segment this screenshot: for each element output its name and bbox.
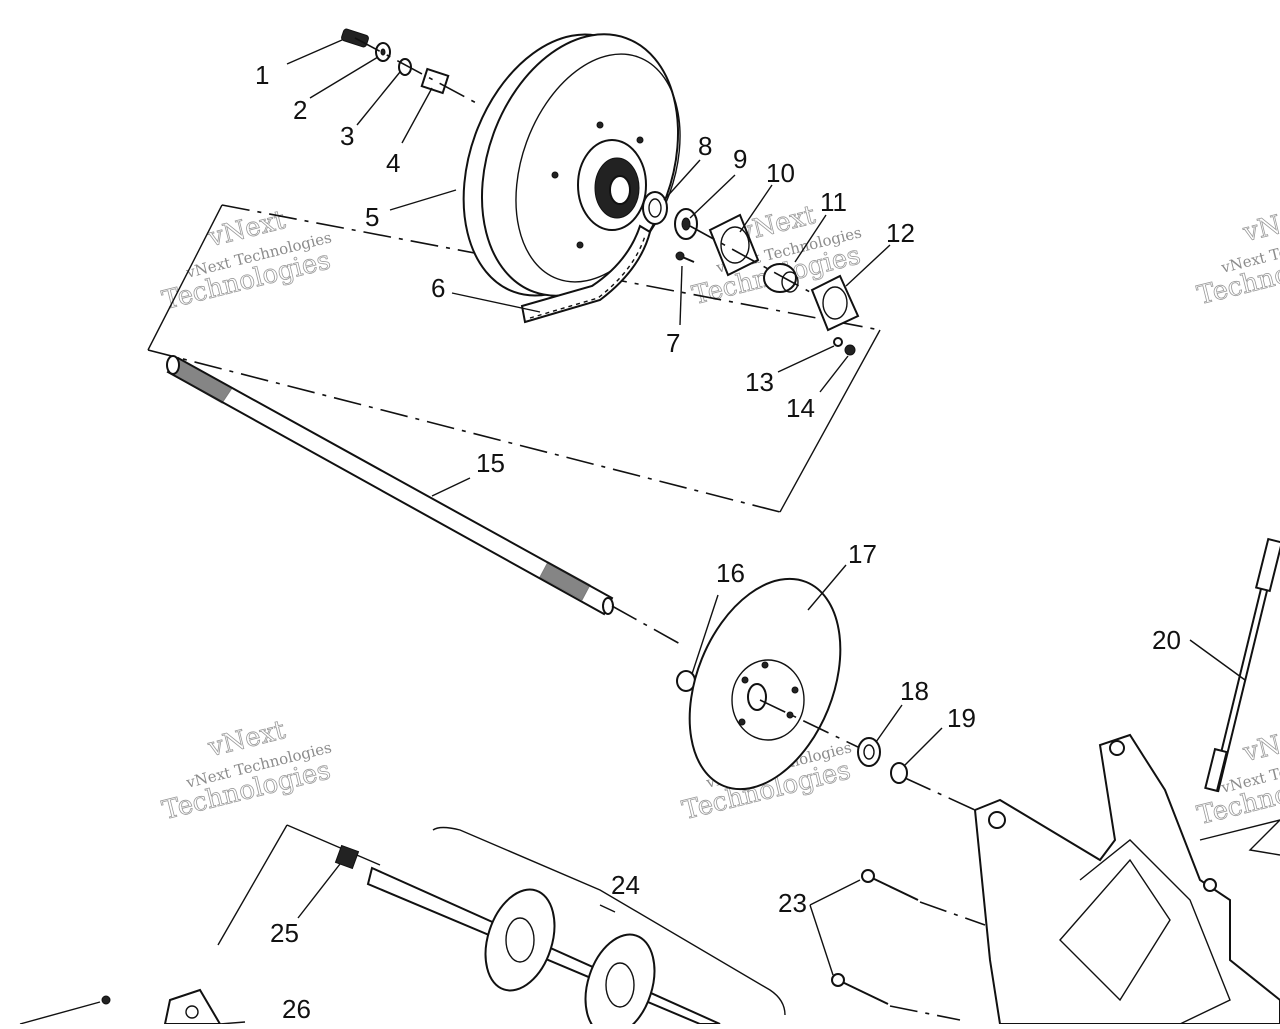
part-24-drive-shaft-sprockets: [366, 866, 721, 1029]
watermark-1: vNext vNext Technologies Technologies: [159, 205, 334, 317]
part-18-bearing: [857, 737, 881, 767]
callout-23: 23: [778, 888, 807, 918]
part-14-nut: [844, 344, 856, 356]
part-2-washer: [375, 42, 391, 62]
callout-11: 11: [820, 187, 847, 217]
callout-1: 1: [255, 60, 269, 90]
watermark-top: vNext: [1239, 200, 1280, 248]
callout-3: 3: [340, 121, 354, 151]
part-13-washer: [833, 337, 843, 347]
callout-10: 10: [766, 158, 795, 188]
callout-2: 2: [293, 95, 307, 125]
part-10-flange: [708, 213, 760, 277]
callout-15: 15: [476, 448, 505, 478]
part-12-bearing-plate: [810, 274, 860, 332]
callout-25: 25: [270, 918, 299, 948]
callout-5: 5: [365, 202, 379, 232]
callout-6: 6: [431, 273, 445, 303]
callout-18: 18: [900, 676, 929, 706]
callout-13: 13: [745, 367, 774, 397]
upper-assembly-bracket: [147, 204, 881, 513]
callout-4: 4: [386, 148, 400, 178]
callout-12: 12: [886, 218, 915, 248]
part-20-cable: [1204, 537, 1280, 793]
callout-7: 7: [666, 328, 680, 358]
lower-assembly-bracket: [217, 824, 786, 1016]
part-6-belt: [520, 224, 652, 324]
callout-16: 16: [716, 558, 745, 588]
callout-20: 20: [1152, 625, 1181, 655]
watermark-5: vNext vNext Technologies Technologies: [1194, 200, 1280, 312]
part-26-bearing-flange: [101, 988, 222, 1025]
part-5-pulley: [462, 33, 681, 297]
watermark-6: vNext vNext Technologies Technologies: [1194, 720, 1280, 832]
callout-19: 19: [947, 703, 976, 733]
part-23-bolt-upper: [861, 869, 919, 901]
part-23-bolt-lower: [831, 973, 889, 1005]
watermark-2: vNext vNext Technologies Technologies: [159, 715, 334, 827]
part-25-bolt: [334, 844, 360, 870]
leader-lines: [19, 39, 1246, 1025]
callout-17: 17: [848, 539, 877, 569]
part-7-bolt: [675, 251, 695, 263]
watermark-top: vNext: [1239, 720, 1280, 768]
callout-24: 24: [611, 870, 640, 900]
callout-9: 9: [733, 144, 747, 174]
callout-labels: 1 2 3 4 5 6 7 8 9 10 11 12 13 14 15 16 1…: [255, 60, 1181, 1024]
part-4-spacer: [420, 67, 450, 95]
callout-26: 26: [282, 994, 311, 1024]
part-8-bearing: [642, 191, 668, 225]
callout-8: 8: [698, 131, 712, 161]
part-17-brake-disc: [688, 577, 842, 791]
callout-14: 14: [786, 393, 815, 423]
part-11-bushing: [763, 263, 799, 293]
part-15-shaft: [166, 355, 614, 616]
part-19-o-ring: [890, 762, 908, 784]
